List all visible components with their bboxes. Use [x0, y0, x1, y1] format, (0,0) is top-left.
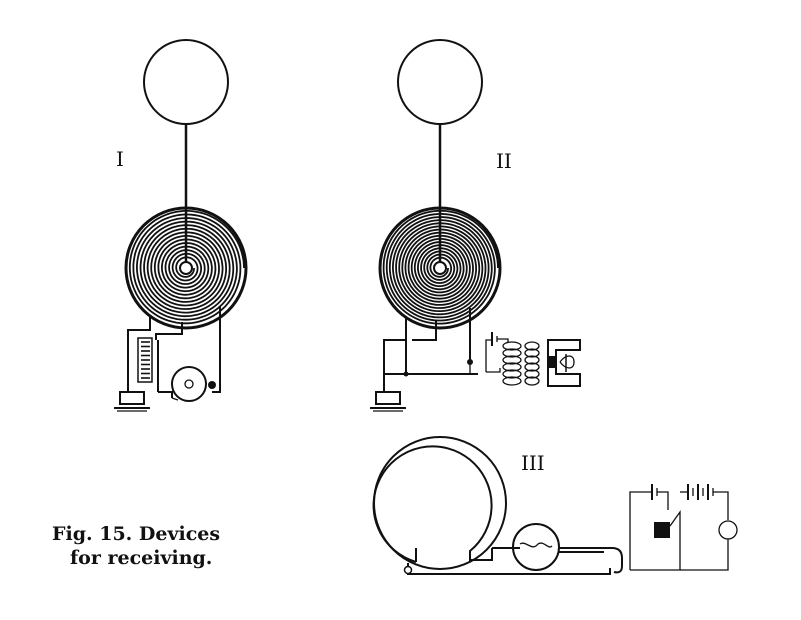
device-one-lead-mid [155, 322, 183, 340]
device-one-lead-left [127, 316, 151, 392]
device-two-telephone-receiver [547, 339, 581, 387]
label-device-one: I [116, 147, 124, 171]
device-three [372, 436, 738, 575]
device-three-vacuum-bulb [492, 523, 608, 571]
device-two-ground [370, 391, 406, 412]
device-one-ground [114, 391, 150, 412]
device-two-spiral-coil [378, 206, 502, 330]
device-one-condenser [137, 337, 153, 383]
device-one-rotating-disc [171, 366, 207, 402]
device-two [370, 39, 581, 412]
label-device-three: III [521, 451, 545, 475]
device-one [114, 39, 248, 412]
device-three-indicator [718, 520, 738, 540]
device-three-local-circuit [608, 484, 738, 574]
caption-line-one: Fig. 15. Devices [52, 523, 220, 545]
label-device-two: II [496, 149, 512, 173]
device-three-loop-inner [372, 445, 493, 563]
device-two-terminal-sphere [397, 39, 483, 125]
device-three-relay [654, 522, 670, 538]
device-one-spiral-coil [124, 206, 248, 330]
caption-line-two: for receiving. [70, 547, 212, 569]
device-two-transformer [485, 332, 540, 386]
device-one-lead-right [212, 306, 221, 393]
device-one-terminal-sphere [143, 39, 229, 125]
